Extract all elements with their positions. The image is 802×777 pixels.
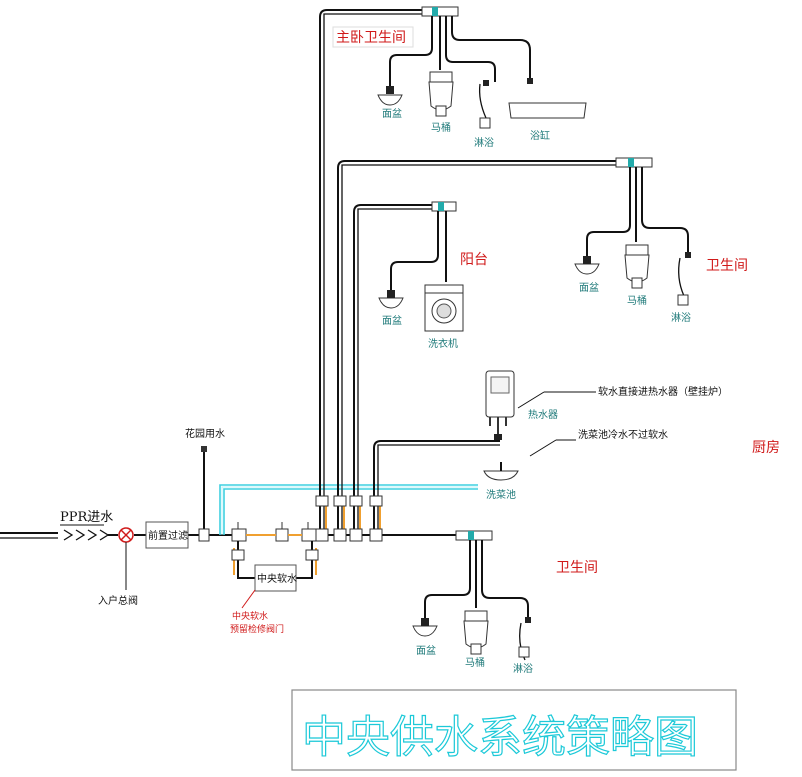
water-heater-icon (485, 370, 515, 440)
heater-note-leader (517, 391, 545, 409)
diagram-title: 中央供水系统策略图 (302, 712, 698, 763)
ppr-inlet-label: PPR进水 (60, 510, 113, 525)
balcony-manifold (390, 201, 457, 292)
master-shower-label: 淋浴 (474, 136, 494, 149)
bathtub-icon (508, 78, 587, 119)
sink-note: 洗菜池冷水不过软水 (578, 428, 668, 441)
toilet-icon (463, 610, 489, 655)
heater-note: 软水直接进热水器（壁挂炉） (598, 385, 728, 398)
manifold-valves (231, 522, 317, 542)
room-kitchen: 厨房 (752, 440, 780, 456)
balcony-washer-label: 洗衣机 (428, 337, 458, 350)
basin-icon (377, 86, 403, 106)
shower-icon (518, 617, 531, 661)
main-valve-icon (118, 527, 134, 590)
toilet-icon (624, 244, 650, 289)
basin-icon (574, 256, 600, 275)
sink-label: 洗菜池 (486, 488, 516, 501)
washer-icon (424, 284, 464, 332)
sink-note-leader (529, 439, 557, 457)
heater-label: 热水器 (528, 408, 558, 421)
cold-bypass-pipe (219, 484, 478, 535)
softener-loop (231, 541, 319, 579)
room-balcony: 阳台 (460, 252, 488, 268)
title-frame (291, 689, 737, 771)
bath-upper-manifold (586, 157, 689, 258)
basin-icon (412, 618, 438, 637)
bath-lower-manifold (424, 530, 529, 620)
room-master-bath-frame (332, 26, 414, 48)
softener-note-leader (241, 589, 256, 609)
garden-riser (198, 446, 210, 542)
prefilter-box (145, 521, 189, 549)
softener-label: 中央软水 (257, 572, 297, 585)
main-valve-label: 入户总阀 (98, 594, 138, 607)
softener-box (254, 564, 297, 592)
shower-icon (478, 80, 491, 129)
balcony-basin-label: 面盆 (382, 314, 402, 327)
room-master-bath: 主卧卫生间 (336, 30, 406, 46)
basin-icon (378, 290, 404, 309)
room-bath-lower: 卫生间 (556, 560, 598, 576)
risers (315, 9, 618, 542)
sink-icon (483, 462, 519, 481)
room-bath-upper: 卫生间 (706, 258, 748, 274)
prefilter-label: 前置过滤 (148, 529, 188, 542)
softener-note-2: 预留检修阀门 (230, 623, 284, 635)
shower-icon (677, 252, 691, 306)
garden-label: 花园用水 (185, 427, 225, 440)
lower-toilet-label: 马桶 (465, 656, 485, 669)
upper-basin-label: 面盆 (579, 281, 599, 294)
lower-basin-label: 面盆 (416, 644, 436, 657)
upper-shower-label: 淋浴 (671, 311, 691, 324)
master-bath-manifold (389, 6, 531, 88)
master-toilet-label: 马桶 (431, 121, 451, 134)
upper-toilet-label: 马桶 (627, 294, 647, 307)
master-basin-label: 面盆 (382, 107, 402, 120)
lower-shower-label: 淋浴 (513, 662, 533, 675)
toilet-icon (428, 71, 454, 117)
softener-note-1: 中央软水 (232, 610, 268, 622)
master-bathtub-label: 浴缸 (530, 129, 550, 142)
